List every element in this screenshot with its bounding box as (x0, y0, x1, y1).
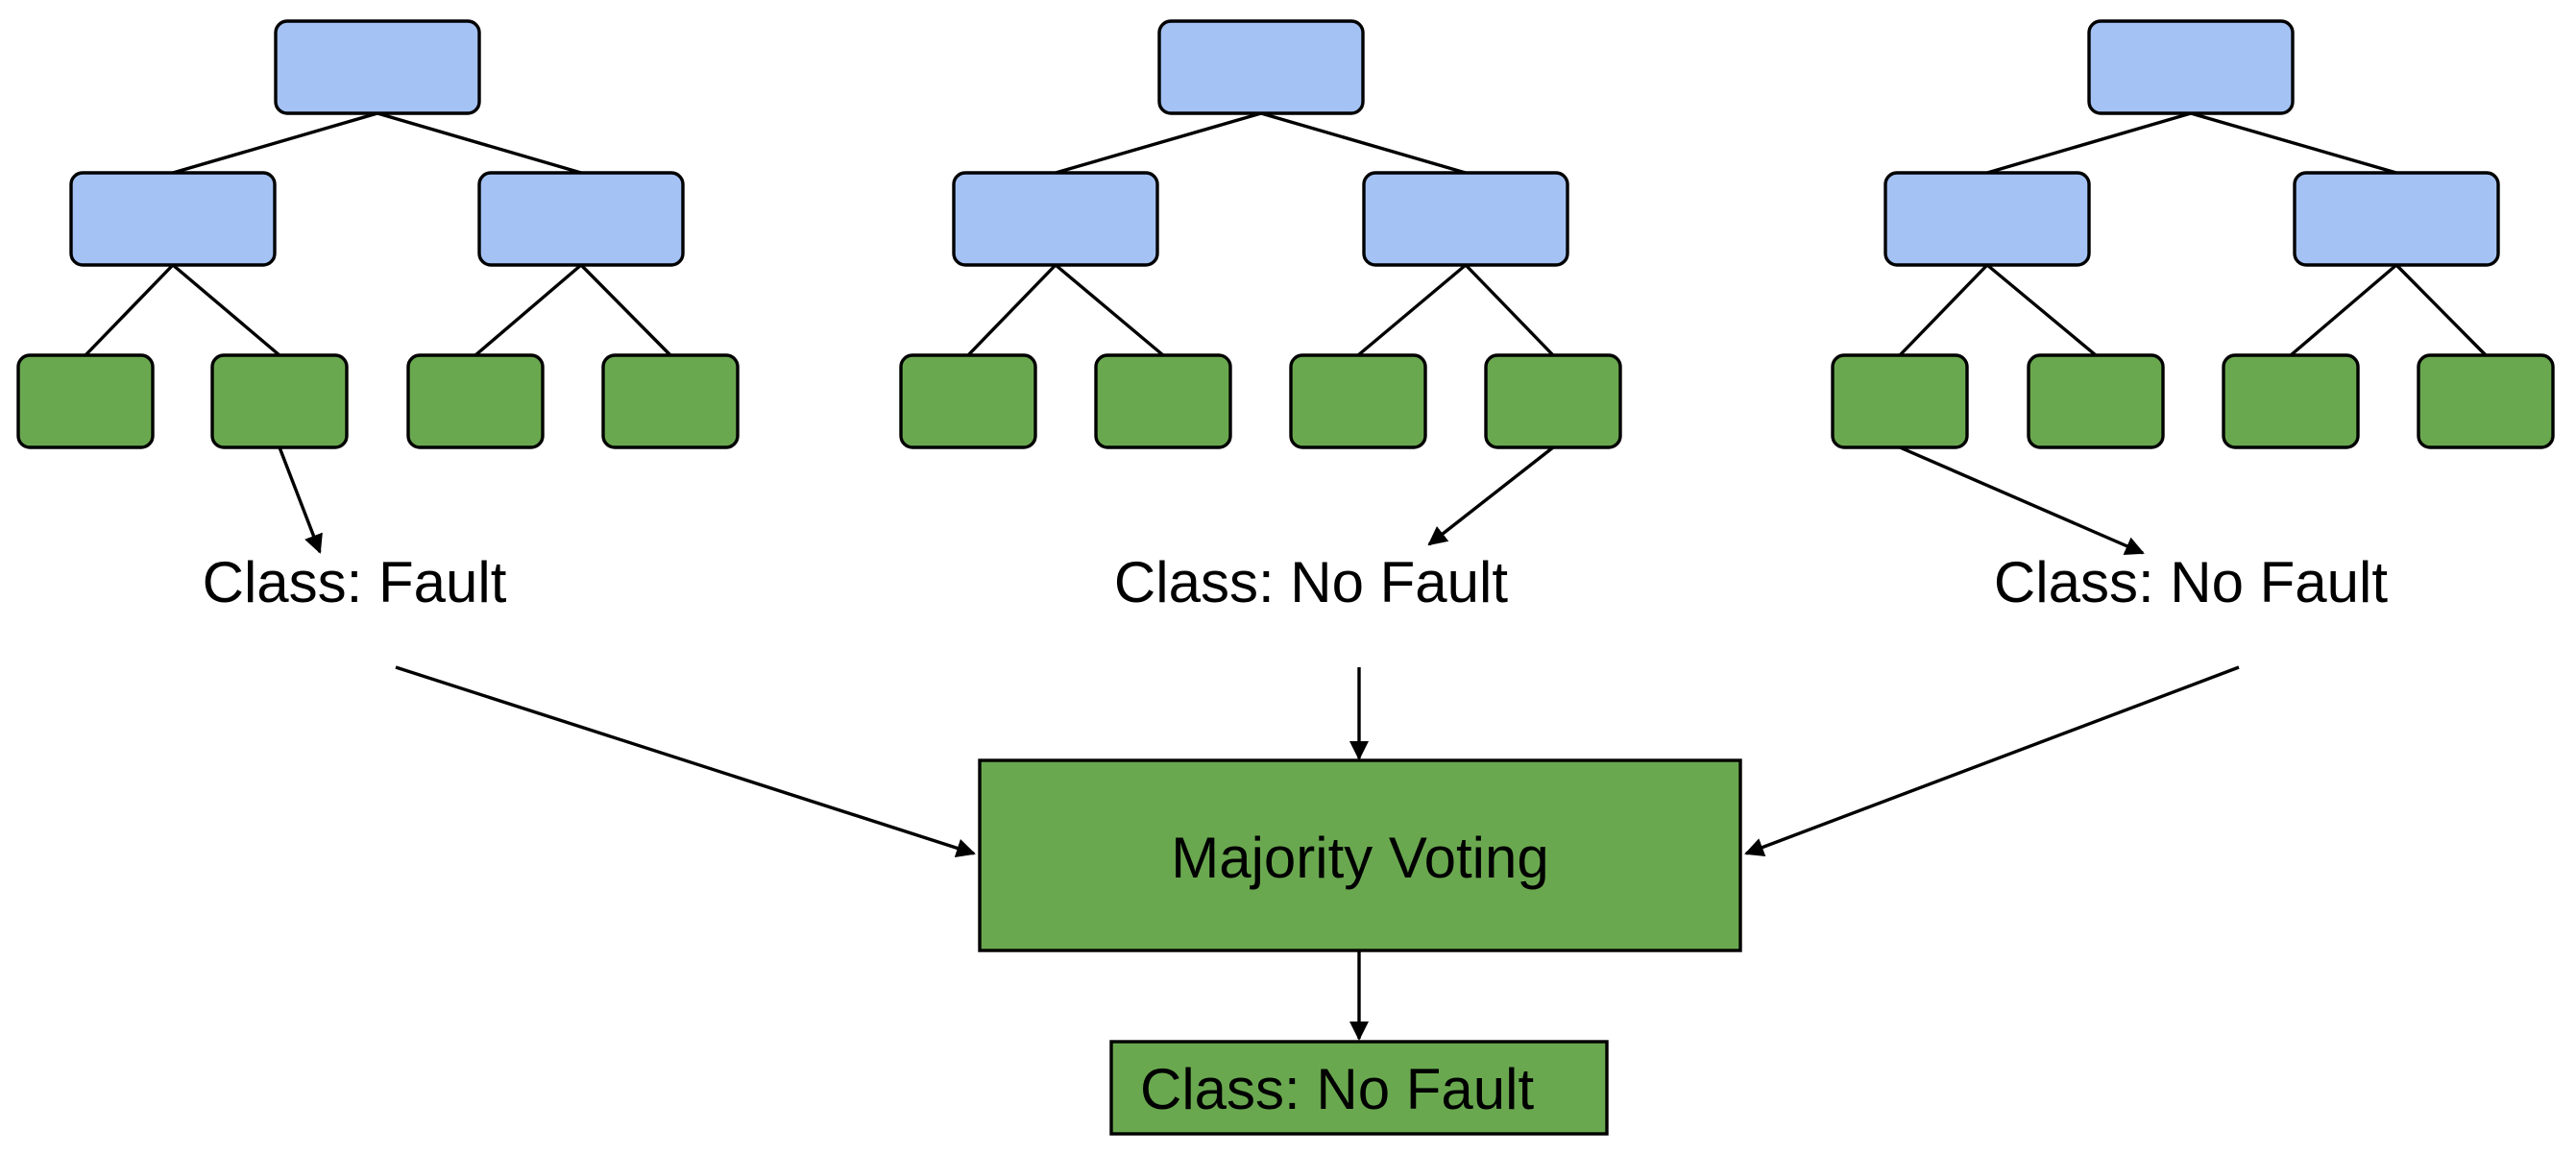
tree-1-edge-leaf-2 (474, 263, 583, 357)
final-output-box: Class: No Fault (1109, 1040, 1609, 1136)
decision-tree-3 (1831, 19, 2555, 555)
final-output-label: Class: No Fault (1140, 1057, 1534, 1121)
tree-3-internal-node-0 (1883, 171, 2091, 267)
tree-3-edge-leaf-0 (1898, 263, 1989, 357)
tree-3-edge-leaf-2 (2289, 263, 2398, 357)
tree-3-edge-root-1 (2190, 111, 2397, 175)
tree-2-leaf-node-1 (1094, 353, 1232, 449)
tree-1-leaf-node-1 (210, 353, 349, 449)
tree-2-internal-node-0 (952, 171, 1159, 267)
tree-2-prediction-arrow (1427, 445, 1555, 546)
tree-1-internal-node-0 (69, 171, 277, 267)
tree-2-leaf-node-0 (899, 353, 1037, 449)
tree-3-leaf-node-3 (2417, 353, 2555, 449)
tree-2-edge-leaf-1 (1054, 263, 1165, 357)
tree-2-edge-leaf-3 (1464, 263, 1555, 357)
tree-3-prediction-label: Class: No Fault (1994, 550, 2388, 614)
tree-3-leaf-node-2 (2222, 353, 2360, 449)
tree-3-edge-leaf-1 (1985, 263, 2098, 357)
tree-3-leaf-node-1 (2027, 353, 2165, 449)
tree-1-leaf-node-0 (16, 353, 155, 449)
tree-2-edge-leaf-2 (1356, 263, 1468, 357)
decision-tree-1 (16, 19, 740, 554)
arrow-tree1-to-voting (395, 665, 976, 857)
tree-2-internal-node-1 (1362, 171, 1569, 267)
tree-3-internal-node-1 (2293, 171, 2500, 267)
tree-2-root-node (1157, 19, 1365, 115)
tree-2-leaf-node-2 (1289, 353, 1427, 449)
tree-3-root-node (2087, 19, 2295, 115)
tree-1-leaf-node-2 (406, 353, 545, 449)
tree-2-prediction-label: Class: No Fault (1114, 550, 1508, 614)
trees-layer (16, 19, 2555, 555)
decision-tree-2 (899, 19, 1622, 546)
tree-2-edge-root-0 (1055, 111, 1262, 175)
majority-voting-box: Majority Voting (978, 758, 1742, 952)
tree-2-leaf-node-3 (1484, 353, 1622, 449)
tree-3-leaf-node-0 (1831, 353, 1969, 449)
tree-1-edge-leaf-1 (171, 263, 281, 357)
tree-1-edge-leaf-0 (84, 263, 175, 357)
tree-1-leaf-node-3 (601, 353, 740, 449)
majority-voting-label: Majority Voting (1171, 826, 1549, 890)
tree-3-edge-leaf-3 (2394, 263, 2488, 357)
tree-2-edge-leaf-0 (966, 263, 1057, 357)
tree-3-prediction-arrow (1899, 445, 2145, 555)
tree-2-edge-root-1 (1260, 111, 1467, 175)
tree-1-root-node (274, 19, 481, 115)
tree-1-internal-node-1 (477, 171, 685, 267)
arrow-tree3-to-voting (1744, 665, 2240, 856)
tree-1-edge-root-0 (172, 111, 378, 175)
tree-1-prediction-arrow (278, 446, 323, 554)
tree-1-prediction-label: Class: Fault (203, 550, 507, 614)
tree-1-edge-leaf-3 (579, 263, 672, 357)
tree-3-edge-root-0 (1986, 111, 2192, 175)
tree-1-edge-root-1 (377, 111, 582, 175)
